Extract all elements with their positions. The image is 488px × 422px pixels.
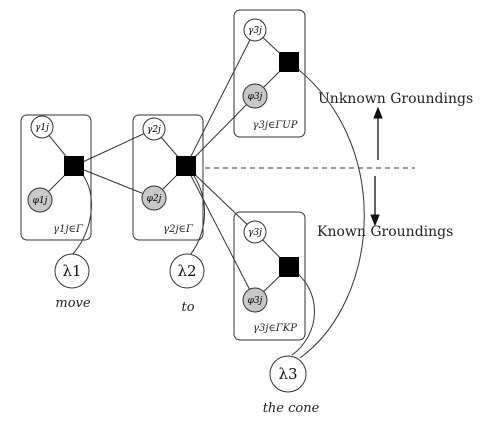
lambda-label-2: λ2 (177, 262, 196, 280)
gamma-label-2: γ2j (147, 125, 161, 135)
known-groundings-label: Known Groundings (317, 224, 453, 240)
lambda-node-3 (269, 355, 307, 393)
plate-caption-2: γ2j∈Γ (163, 224, 194, 235)
factor-node-2 (176, 156, 196, 176)
phi-label-1: φ1j (33, 196, 48, 206)
phi-label-2: φ2j (147, 194, 162, 204)
gamma-node-4 (243, 220, 267, 244)
word-the-cone: the cone (263, 401, 320, 416)
plate-caption-4: γ3j∈ΓKP (253, 323, 297, 334)
gamma-node-2 (142, 117, 166, 141)
phi-node-3 (242, 83, 268, 109)
lambda-node-1 (54, 253, 90, 289)
plate-2 (132, 114, 204, 241)
lambda-node-2 (169, 253, 205, 289)
gamma-node-3 (243, 18, 267, 42)
plate-4 (233, 211, 306, 341)
word-move: move (55, 296, 90, 311)
plate-caption-3: γ3j∈ΓUP (253, 120, 298, 131)
factor-node-4 (279, 257, 299, 277)
phi-node-1 (27, 187, 53, 213)
word-to: to (181, 300, 194, 315)
factor-node-3 (279, 52, 299, 72)
factor-node-1 (64, 156, 84, 176)
phi-label-4: φ3j (248, 296, 263, 306)
lambda-label-3: λ3 (278, 365, 297, 383)
gamma-label-4: γ3j (248, 228, 262, 238)
plate-1 (20, 114, 92, 241)
plate-caption-1: γ1j∈Γ (53, 224, 84, 235)
phi-label-3: φ3j (248, 92, 263, 102)
plate-3 (233, 9, 306, 138)
gamma-label-3: γ3j (248, 26, 262, 36)
gamma-node-1 (30, 115, 54, 139)
lambda-label-1: λ1 (62, 262, 81, 280)
gamma-label-1: γ1j (35, 123, 49, 133)
phi-node-2 (141, 185, 167, 211)
phi-node-4 (242, 287, 268, 313)
grounding-arrows (370, 106, 383, 227)
unknown-groundings-label: Unknown Groundings (318, 91, 473, 107)
